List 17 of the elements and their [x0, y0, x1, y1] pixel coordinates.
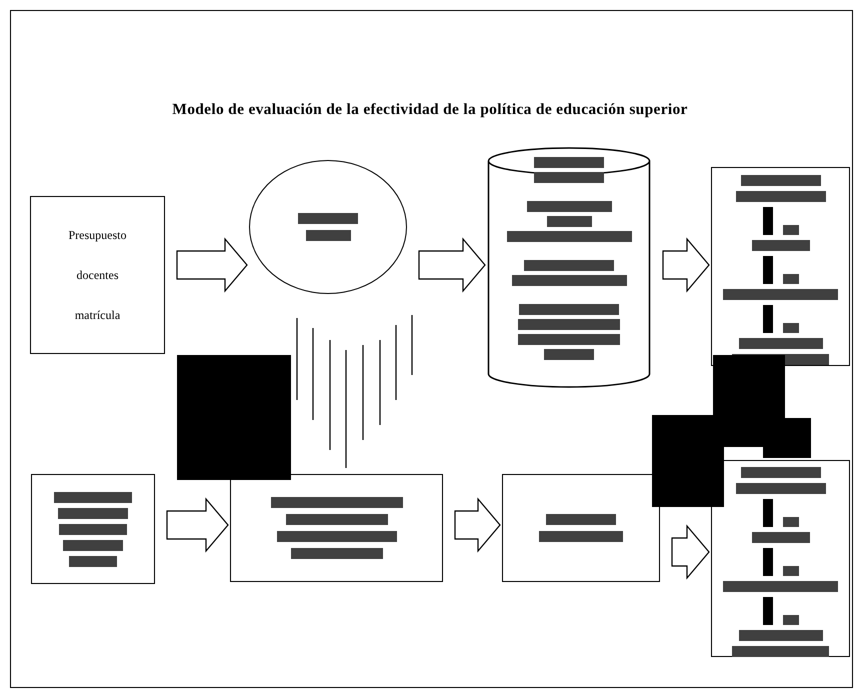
block-arrow	[662, 237, 710, 293]
block-arrow	[166, 497, 229, 553]
process-box	[230, 474, 443, 582]
process-box	[711, 167, 850, 366]
node-text: matrícula	[74, 308, 120, 322]
process-box	[711, 460, 850, 657]
block-arrow	[418, 237, 486, 293]
block-arrow	[671, 524, 710, 580]
database-cylinder	[487, 147, 651, 388]
block-arrow	[454, 497, 501, 553]
block-arrow	[176, 237, 248, 293]
node-text: docentes	[76, 268, 118, 282]
process-box	[502, 474, 660, 582]
process-box	[30, 196, 165, 354]
diagram-title: Modelo de evaluación de la efectividad de la política de educación superior	[171, 100, 689, 119]
process-box	[31, 474, 155, 584]
node-text: Presupuesto	[68, 228, 126, 242]
